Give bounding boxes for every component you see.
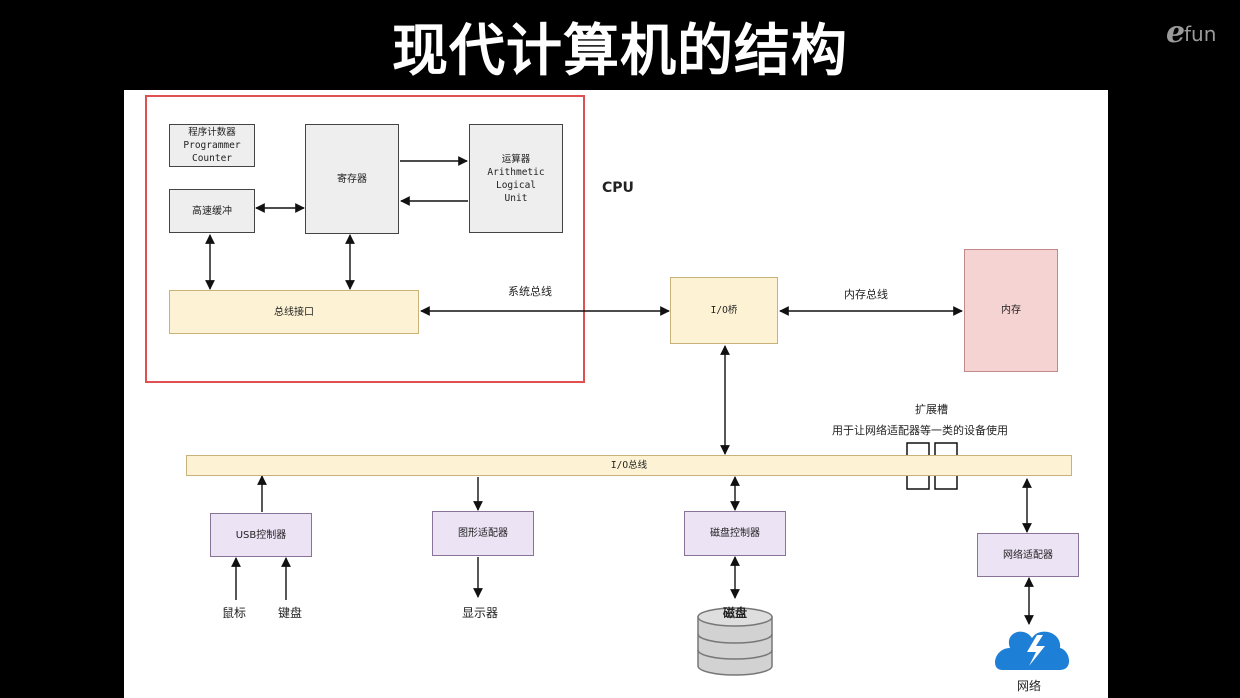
expansion-note-label: 用于让网络适配器等一类的设备使用 [832,424,1008,437]
cache-box: 高速缓冲 [169,189,255,233]
register-box: 寄存器 [305,124,399,234]
program-counter-box: 程序计数器 Programmer Counter [169,124,255,167]
io-bus-box: I/O总线 [186,455,1072,476]
slide-title: 现代计算机的结构 [392,19,848,84]
keyboard-label: 键盘 [277,606,303,620]
efun-logo: e fun [1166,18,1230,48]
disk-icon [697,607,773,676]
system-bus-label: 系统总线 [508,285,552,298]
logo-text: fun [1184,22,1217,46]
cpu-label: CPU [602,180,634,196]
io-bridge-box: I/O桥 [670,277,778,344]
disk-controller-box: 磁盘控制器 [684,511,786,556]
alu-box: 运算器 Arithmetic Logical Unit [469,124,563,233]
usb-controller-box: USB控制器 [210,513,312,557]
network-adapter-box: 网络适配器 [977,533,1079,577]
cloud-icon [995,631,1070,670]
disk-label: 磁盘 [722,606,748,620]
memory-bus-label: 内存总线 [844,288,888,301]
diagram-connectors [145,95,1070,676]
architecture-diagram: 程序计数器 Programmer Counter 寄存器 运算器 Arithme… [124,90,1108,698]
graphics-adapter-box: 图形适配器 [432,511,534,556]
cpu-boundary [145,95,585,383]
mouse-label: 鼠标 [221,606,247,620]
memory-box: 内存 [964,249,1058,372]
expansion-slot-label: 扩展槽 [915,403,948,416]
bus-interface-box: 总线接口 [169,290,419,334]
display-label: 显示器 [461,606,499,620]
network-label: 网络 [1016,679,1042,693]
logo-mark: e [1166,15,1186,50]
